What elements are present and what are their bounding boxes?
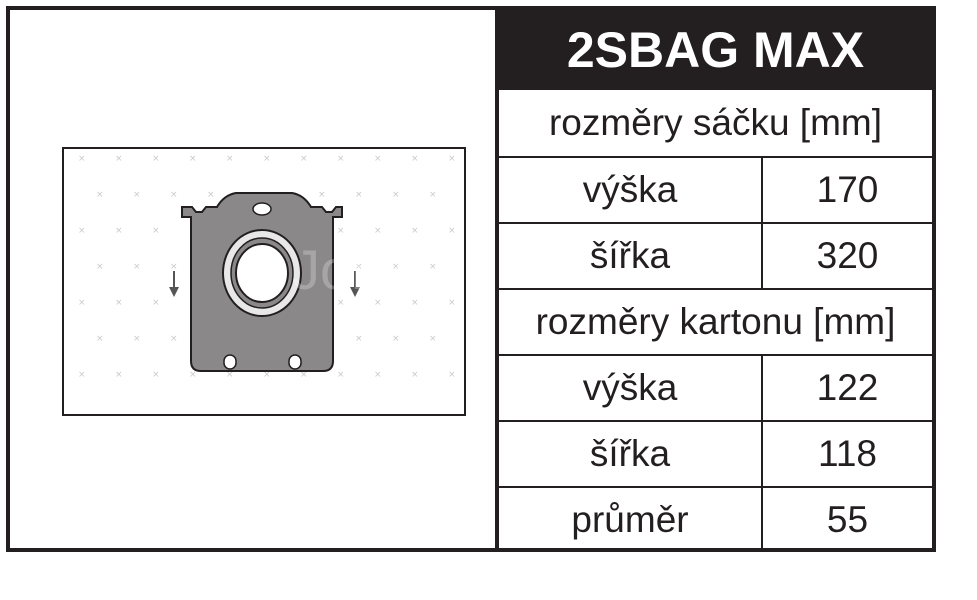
bag-height-value: 170 <box>816 169 879 210</box>
watermark: Jolly - sáčky <box>292 238 464 301</box>
table-row: výška 170 <box>499 156 932 222</box>
pattern-mark: × <box>448 298 456 308</box>
pattern-mark: × <box>392 334 400 344</box>
pattern-mark: × <box>152 226 160 236</box>
bag-width-label: šířka <box>499 224 763 288</box>
pattern-mark: × <box>392 190 400 200</box>
pattern-mark: × <box>115 226 123 236</box>
pattern-mark: × <box>133 262 141 272</box>
pattern-mark: × <box>170 262 178 272</box>
pattern-mark: × <box>374 226 382 236</box>
pattern-mark: × <box>411 226 419 236</box>
carton-dimensions-header: rozměry kartonu [mm] <box>535 301 896 342</box>
pattern-mark: × <box>115 154 123 164</box>
pattern-mark: × <box>152 370 160 380</box>
pattern-mark: × <box>189 154 197 164</box>
down-arrow-icon <box>169 271 179 297</box>
pattern-mark: × <box>300 370 308 380</box>
pattern-mark: × <box>78 226 86 236</box>
pattern-mark: × <box>374 370 382 380</box>
pattern-mark: × <box>133 334 141 344</box>
pattern-mark: × <box>133 190 141 200</box>
table-row: šířka 320 <box>499 222 932 288</box>
pattern-mark: × <box>115 298 123 308</box>
pattern-mark: × <box>263 154 271 164</box>
pattern-mark: × <box>411 298 419 308</box>
pattern-mark: × <box>429 262 437 272</box>
pattern-mark: × <box>226 154 234 164</box>
carton-dimensions-header-row: rozměry kartonu [mm] <box>499 288 932 354</box>
vacuum-bag-icon <box>181 192 343 372</box>
bag-height-label: výška <box>499 158 763 222</box>
carton-diameter-label: průměr <box>499 488 763 552</box>
pattern-mark: × <box>374 154 382 164</box>
pattern-mark: × <box>226 370 234 380</box>
carton-width-value: 118 <box>818 433 877 474</box>
pattern-mark: × <box>189 370 197 380</box>
table-row: průměr 55 <box>499 486 932 552</box>
pattern-mark: × <box>78 298 86 308</box>
pattern-mark: × <box>337 226 345 236</box>
pattern-mark: × <box>429 190 437 200</box>
pattern-mark: × <box>337 298 345 308</box>
pattern-mark: × <box>170 334 178 344</box>
carton-height-label: výška <box>499 356 763 420</box>
pattern-mark: × <box>355 334 363 344</box>
pattern-mark: × <box>337 154 345 164</box>
product-card: × × × × × × × × × × × × × × × × × × × × × × × × × × × × × × × × × × × × × × × ×… <box>6 6 936 552</box>
pattern-mark: × <box>152 154 160 164</box>
pattern-mark: × <box>448 370 456 380</box>
pattern-mark: × <box>355 262 363 272</box>
pattern-mark: × <box>448 154 456 164</box>
illustration-pane: × × × × × × × × × × × × × × × × × × × × × × × × × × × × × × × × × × × × × × × ×… <box>10 10 495 548</box>
bag-drawing: × × × × × × × × × × × × × × × × × × × × × × × × × × × × × × × × × × × × × × × ×… <box>78 154 464 380</box>
pattern-mark: × <box>429 334 437 344</box>
bag-dimensions-header: rozměry sáčku [mm] <box>548 102 883 143</box>
pattern-mark: × <box>115 370 123 380</box>
pattern-mark: × <box>411 154 419 164</box>
bag-width-value: 320 <box>816 235 879 276</box>
pattern-mark: × <box>78 370 86 380</box>
pattern-mark: × <box>96 190 104 200</box>
pattern-mark: × <box>96 262 104 272</box>
product-title: 2SBAG MAX <box>499 10 932 90</box>
bag-illustration: × × × × × × × × × × × × × × × × × × × × × × × × × × × × × × × × × × × × × × × ×… <box>62 147 466 416</box>
pattern-mark: × <box>355 190 363 200</box>
carton-width-label: šířka <box>499 422 763 486</box>
pane-divider <box>495 10 499 548</box>
pattern-mark: × <box>337 370 345 380</box>
pattern-mark: × <box>300 154 308 164</box>
down-arrow-icon <box>350 271 360 297</box>
pattern-mark: × <box>448 226 456 236</box>
table-row: výška 122 <box>499 354 932 420</box>
bag-dimensions-header-row: rozměry sáčku [mm] <box>499 90 932 156</box>
table-row: šířka 118 <box>499 420 932 486</box>
pattern-mark: × <box>78 154 86 164</box>
carton-height-value: 122 <box>816 367 879 408</box>
pattern-mark: × <box>411 370 419 380</box>
pattern-mark: × <box>170 190 178 200</box>
carton-diameter-value: 55 <box>826 499 869 540</box>
pattern-mark: × <box>263 370 271 380</box>
pattern-mark: × <box>207 190 215 200</box>
dimensions-table: 2SBAG MAX rozměry sáčku [mm] výška 170 š… <box>499 10 932 552</box>
pattern-mark: × <box>374 298 382 308</box>
pattern-mark: × <box>392 262 400 272</box>
pattern-mark: × <box>96 334 104 344</box>
pattern-mark: × <box>318 190 326 200</box>
pattern-mark: × <box>152 298 160 308</box>
